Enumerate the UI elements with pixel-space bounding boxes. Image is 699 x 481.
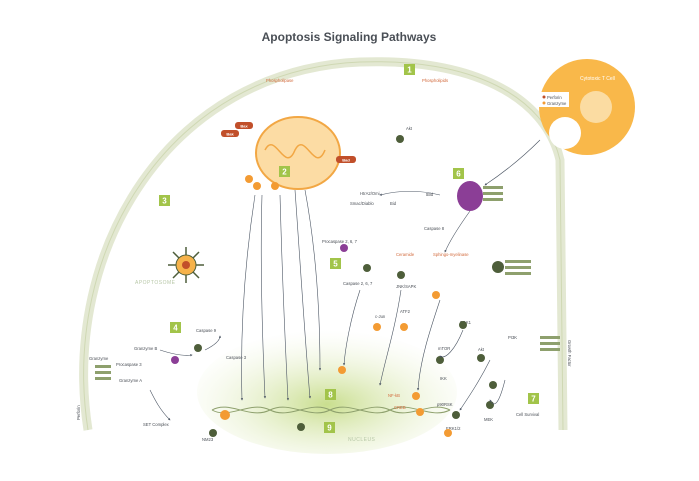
bcl2-family: Bax Bak Bad xyxy=(221,122,356,163)
apoptosome-label: APOPTOSOME xyxy=(135,280,176,286)
tcell-legend-granzyme: Granzyme xyxy=(547,101,567,106)
akt-label-top: Akt xyxy=(406,126,413,131)
granzyme-label: Granzyme xyxy=(89,356,109,361)
caspase8-label: Caspase 8 xyxy=(424,226,445,231)
death-receptor xyxy=(457,181,503,211)
p90rsk-label: p90RSK xyxy=(437,402,453,407)
perforin-pore xyxy=(95,365,111,380)
section-1: 1 xyxy=(407,66,412,75)
atf2-label: ATF2 xyxy=(400,309,411,314)
sphingomyelinase-label: Sphingo-myelinase xyxy=(433,252,469,257)
mtor-label: mTOR xyxy=(438,346,450,351)
bid-label: Bid xyxy=(390,201,397,206)
nm23-label: NM23 xyxy=(202,437,214,442)
section-6: 6 xyxy=(456,170,461,179)
smac-label: Smac/Diablo xyxy=(350,201,374,206)
caspase9-label: Caspase 9 xyxy=(196,328,217,333)
perforin-label: Perforin xyxy=(76,405,81,420)
procaspase3-purple-node xyxy=(171,356,179,364)
growth-factor-receptor xyxy=(540,336,560,351)
section-7: 7 xyxy=(531,395,536,404)
creb-label: CREB xyxy=(394,405,406,410)
perforin-dot-icon xyxy=(542,95,546,99)
apoptosome xyxy=(168,247,204,283)
granzyme-a-label: Granzyme A xyxy=(119,378,142,383)
section-2: 2 xyxy=(282,168,287,177)
pi3k-label: PI3K xyxy=(508,335,517,340)
mitochondrion xyxy=(255,116,341,190)
procaspase-purple-node xyxy=(340,244,348,252)
growth-factor-label: Growth Factor xyxy=(567,340,572,367)
procaspase3-label: Procaspase 3 xyxy=(116,362,142,367)
phospholipids-label: Phospholipids xyxy=(422,78,448,83)
section-badges: 1 2 3 4 5 6 7 8 9 xyxy=(159,64,539,433)
htra2-label: HtrA2/Omi xyxy=(360,191,380,196)
jnk-label: JNK/SAPK xyxy=(396,284,416,289)
nfkb-label: NF-kB xyxy=(388,393,400,398)
nucleus-label: NUCLEUS xyxy=(348,437,376,443)
signal-arrows xyxy=(149,139,541,421)
tnf-receptor xyxy=(492,260,531,275)
section-5: 5 xyxy=(333,260,338,269)
bad-label: Bad xyxy=(342,158,350,163)
tcell-legend-box xyxy=(539,92,569,107)
section-3: 3 xyxy=(162,197,167,206)
cell-survival-label: Cell Survival xyxy=(516,412,539,417)
bak-label: Bak xyxy=(226,132,234,137)
cjun-label: c-Jun xyxy=(375,314,386,319)
mek-label: MEK xyxy=(484,417,493,422)
ceramide-label: Ceramide xyxy=(396,252,415,257)
bax-label: Bax xyxy=(240,124,248,129)
section-9: 9 xyxy=(327,424,332,433)
cell-membrane-inner xyxy=(83,61,564,431)
section-4: 4 xyxy=(173,324,178,333)
akt-label: Akt xyxy=(478,347,485,352)
cytotoxic-t-cell: Cytotoxic T Cell Perforin Granzyme xyxy=(539,59,635,155)
procaspase267-label: Procaspase 2, 6, 7 xyxy=(322,239,358,244)
caspase3-label: Caspase 3 xyxy=(226,355,247,360)
molecule-labels: Phospholipase Phospholipids Akt HtrA2/Om… xyxy=(89,78,539,442)
granzyme-b-label: Granzyme B xyxy=(134,346,157,351)
diagram-title: Apoptosis Signaling Pathways xyxy=(262,30,437,44)
granzyme-dot-icon xyxy=(542,101,546,105)
orange-nodes xyxy=(220,175,452,437)
dna-strand xyxy=(211,406,451,414)
erk-label: ERK1/2 xyxy=(446,426,461,431)
section-8: 8 xyxy=(328,391,333,400)
phospholipase-label: Phospholipase xyxy=(266,78,294,83)
ikk-label: IKK xyxy=(440,376,447,381)
tcell-legend-perforin: Perforin xyxy=(547,95,562,100)
set-complex-label: SET Complex xyxy=(143,422,170,427)
tcell-title: Cytotoxic T Cell xyxy=(580,76,615,82)
tbid-label: tBid xyxy=(426,192,434,197)
caspase267-label: Caspase 2, 6, 7 xyxy=(343,281,373,286)
